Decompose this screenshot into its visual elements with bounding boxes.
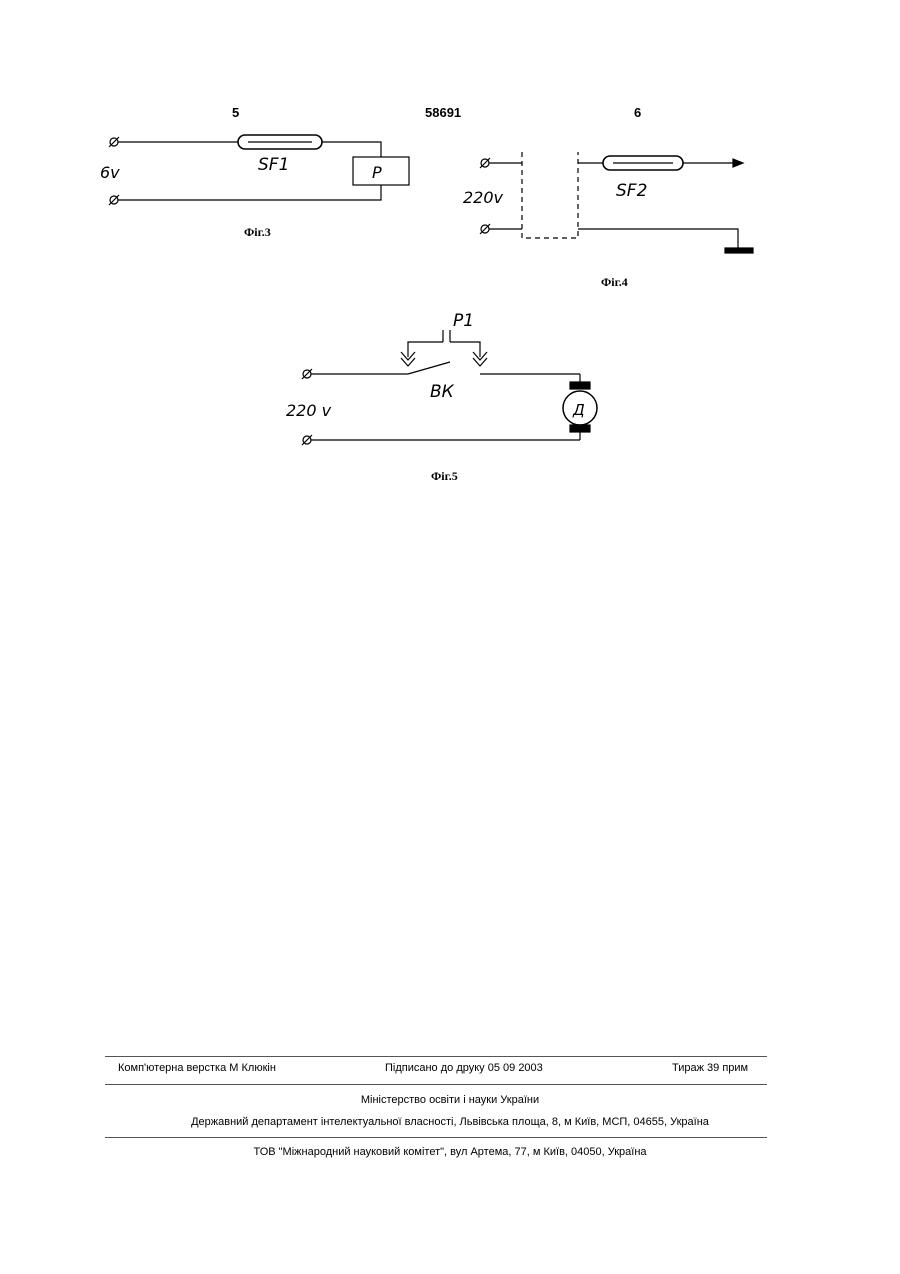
fig5-motor-brush-top [570,382,590,389]
fig4-transformer-box [522,152,578,238]
fig3-relay-label: P [372,163,382,182]
fig5-caption: Фіг.5 [431,469,458,483]
fig3-wire-to-relay [322,142,381,157]
fig4-arrow-icon [733,159,743,167]
fig5-voltage-label: 220 v [286,401,332,420]
footer-ministry: Міністерство освіти і науки України [0,1094,900,1106]
fig5-motor-label: Д [572,401,585,419]
fig5-switch-label: ВК [430,382,455,402]
fig3-bottom-wire [118,185,381,200]
fig4-circuit [480,152,753,253]
circuit-diagrams: 6v SF1 P Фіг.3 220v SF2 Фіг.4 P1 ВК 220 … [0,0,900,520]
fig5-relay-label: P1 [453,311,474,331]
footer-signed: Підписано до друку 05 09 2003 [385,1062,543,1074]
fig3-voltage-label: 6v [100,163,120,182]
footer-rule-middle [105,1084,767,1085]
fig4-caption: Фіг.4 [601,275,628,289]
footer-rule-bottom [105,1137,767,1138]
fig4-voltage-label: 220v [463,188,504,207]
fig3-caption: Фіг.3 [244,225,271,239]
fig3-switch-label: SF1 [258,155,289,175]
fig5-motor-brush-bottom [570,425,590,432]
footer-department: Державний департамент інтелектуальної вл… [0,1116,900,1128]
fig5-switch-vk [408,362,450,374]
footer-typesetting: Комп'ютерна верстка М Клюкін [118,1062,276,1074]
fig4-ground-icon [725,248,753,253]
fig4-ground-wire [578,229,738,248]
footer-circulation: Тираж 39 прим [672,1062,748,1074]
footer-rule-top [105,1056,767,1057]
fig4-switch-label: SF2 [616,181,647,201]
footer-publisher: ТОВ "Міжнародний науковий комітет", вул … [0,1146,900,1158]
